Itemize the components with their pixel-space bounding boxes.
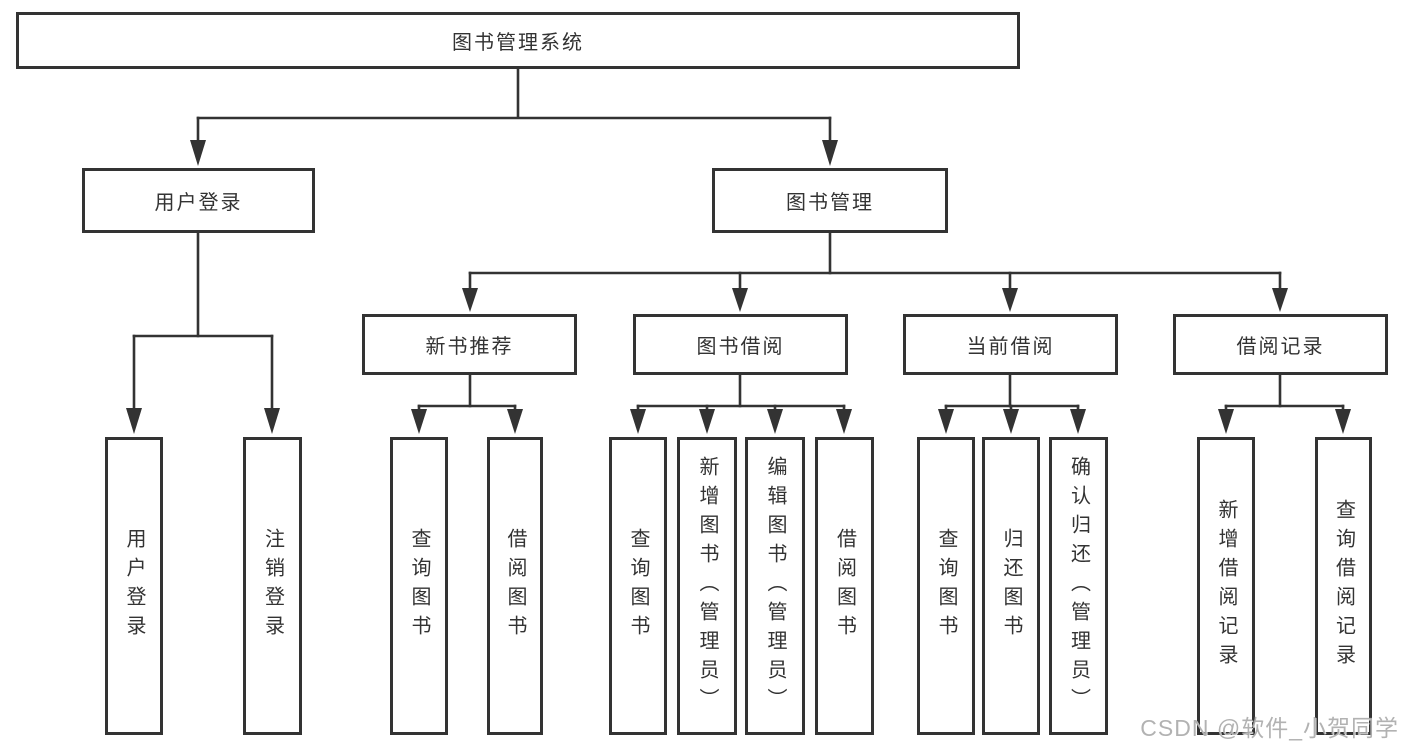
leaf-add-borrow-record: 新增借阅记录 bbox=[1197, 437, 1255, 735]
leaf-label: 借阅图书 bbox=[504, 528, 526, 644]
leaf-label: 新增图书（管理员） bbox=[696, 455, 718, 717]
leaf-label: 查询图书 bbox=[408, 528, 430, 644]
leaf-label: 归还图书 bbox=[1000, 528, 1022, 644]
node-book-management: 图书管理 bbox=[712, 168, 948, 233]
node-new-book-recommend: 新书推荐 bbox=[362, 314, 577, 375]
leaf-user-login: 用户登录 bbox=[105, 437, 163, 735]
leaf-add-book-admin: 新增图书（管理员） bbox=[677, 437, 737, 735]
leaf-return-book: 归还图书 bbox=[982, 437, 1040, 735]
leaf-label: 查询图书 bbox=[627, 528, 649, 644]
leaf-label: 编辑图书（管理员） bbox=[764, 455, 786, 717]
node-root: 图书管理系统 bbox=[16, 12, 1020, 69]
node-book-borrow: 图书借阅 bbox=[633, 314, 848, 375]
leaf-logout: 注销登录 bbox=[243, 437, 302, 735]
leaf-label: 确认归还（管理员） bbox=[1067, 455, 1090, 717]
leaf-query-books-recommend: 查询图书 bbox=[390, 437, 448, 735]
leaf-label: 查询图书 bbox=[935, 528, 957, 644]
leaf-query-books-borrow: 查询图书 bbox=[609, 437, 667, 735]
node-current-borrow: 当前借阅 bbox=[903, 314, 1118, 375]
leaf-label: 新增借阅记录 bbox=[1215, 499, 1237, 673]
leaf-label: 注销登录 bbox=[261, 528, 284, 644]
leaf-label: 用户登录 bbox=[123, 528, 145, 644]
leaf-query-borrow-record: 查询借阅记录 bbox=[1315, 437, 1372, 735]
leaf-query-books-current: 查询图书 bbox=[917, 437, 975, 735]
csdn-watermark: CSDN @软件_小贺同学 bbox=[1140, 715, 1399, 741]
node-user-login: 用户登录 bbox=[82, 168, 315, 233]
leaf-borrow-books-recommend: 借阅图书 bbox=[487, 437, 543, 735]
leaf-borrow-books: 借阅图书 bbox=[815, 437, 874, 735]
leaf-confirm-return-admin: 确认归还（管理员） bbox=[1049, 437, 1108, 735]
node-borrow-records: 借阅记录 bbox=[1173, 314, 1388, 375]
leaf-label: 查询借阅记录 bbox=[1332, 499, 1355, 673]
leaf-label: 借阅图书 bbox=[833, 528, 856, 644]
leaf-edit-book-admin: 编辑图书（管理员） bbox=[745, 437, 805, 735]
